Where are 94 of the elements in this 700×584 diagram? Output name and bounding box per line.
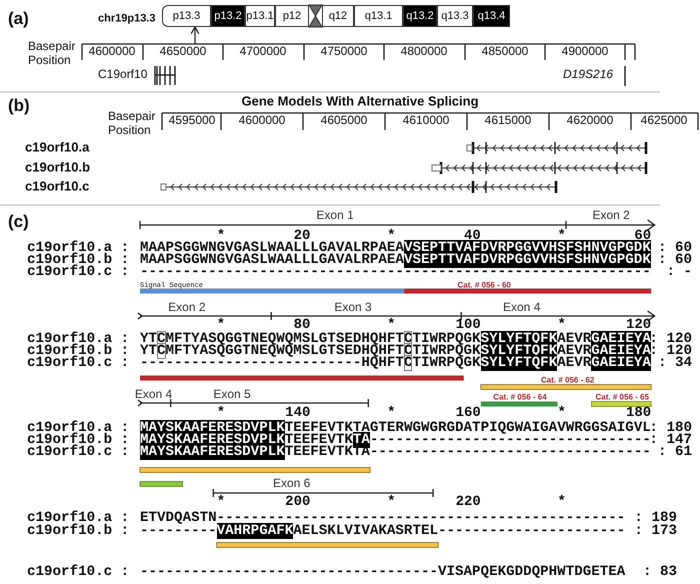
panel-label: (c) — [8, 212, 29, 232]
sequence-name: c19orf10.c : — [27, 566, 130, 578]
chromosome-band: p13.1 — [245, 5, 275, 27]
ruler-mark: * — [387, 494, 396, 510]
exon-label: Exon 4 — [503, 301, 540, 315]
sequence-name: c19orf10.c : — [27, 266, 130, 278]
chromosome-band: q12 — [322, 5, 354, 27]
ruler-mark: * — [387, 404, 396, 422]
exon-label: Exon 4 — [134, 388, 172, 402]
marker-label: D19S216 — [563, 68, 614, 82]
tick-label: 4750000 — [320, 45, 368, 59]
residue-count: : 147 — [649, 434, 692, 446]
tick-label: 4600000 — [238, 114, 286, 128]
position-number: 180 — [626, 404, 652, 422]
position-number: 160 — [456, 404, 481, 422]
chromosome-band: p13.2 — [211, 5, 245, 27]
ruler-mark: * — [216, 494, 226, 510]
residue-count: : 173 — [634, 525, 677, 537]
residue-count: : 60 — [658, 254, 692, 266]
exon-label: Exon 5 — [213, 388, 251, 402]
tick-label: 4700000 — [240, 45, 286, 59]
sequence-name: c19orf10.c : — [27, 357, 130, 369]
sequence-line: -----------------------------------VISAPQEKGDDQPHWTDGETEA — [140, 566, 626, 578]
sequence-name: c19orf10.b : — [27, 434, 130, 446]
position-ruler — [81, 43, 636, 61]
sequence-line: MAYSKAAFERESDVPLKTEEFEVTKTA--------------------------------- — [140, 446, 651, 458]
sequence-line: ETVDQASTN------------------------------------------------ — [140, 512, 626, 524]
position-number: 100 — [456, 316, 481, 333]
sequence-name: c19orf10.a : — [27, 333, 130, 345]
exon-label: Exon 2 — [168, 301, 206, 315]
residue-count: : - — [666, 266, 692, 278]
axis-title: Basepair Position — [28, 39, 76, 67]
exon-label: Exon 1 — [316, 209, 354, 223]
tick-label: 4800000 — [400, 45, 448, 59]
transcript-label: c19orf10.c — [25, 180, 90, 194]
transcript-label: c19orf10.a — [25, 140, 90, 156]
tick-label: 4615000 — [484, 114, 532, 128]
gene-label: C19orf10 — [98, 68, 148, 82]
chromosome-band: p13.3 — [162, 5, 211, 27]
sequence-line: MAAPSGGWNGVGASLWAALLLGAVALRPAEAVSEPTTVAFDVRPGGVVHSFSHNVGPGDK — [140, 254, 651, 266]
tick-label: 4605000 — [320, 114, 368, 128]
residue-count: : 180 — [649, 422, 692, 434]
annotation-label: Cat. # 056 - 64 — [493, 392, 547, 402]
residue-count: : 83 — [642, 566, 677, 578]
ruler-mark: * — [558, 494, 566, 510]
tick-label: 4595000 — [168, 114, 216, 128]
exon-label: Exon 2 — [592, 209, 630, 223]
residue-count: : 61 — [658, 446, 692, 458]
annotation-label: Cat. # 056 - 60 — [458, 280, 511, 290]
sequence-name: c19orf10.b : — [27, 254, 130, 266]
ruler-mark: * — [558, 316, 566, 333]
tick-label: 4650000 — [160, 45, 206, 59]
residue-count: : 60 — [658, 242, 692, 254]
sequence-name: c19orf10.a : — [27, 242, 130, 254]
arrow — [190, 26, 200, 44]
position-number: 120 — [626, 316, 652, 333]
tick-label: 4620000 — [566, 114, 614, 128]
tick-label: 4600000 — [88, 45, 136, 59]
tick-label: 4625000 — [640, 114, 688, 128]
tick-label: 4850000 — [482, 45, 528, 59]
chromosome-band: q13.3 — [437, 5, 473, 27]
chromosome-band: q13.4 — [473, 5, 510, 27]
sequence-name: c19orf10.a : — [27, 422, 130, 434]
annotation-label: Cat. # 056 - 65 — [596, 392, 649, 402]
transcript-label: c19orf10.b — [25, 160, 90, 176]
position-number: 220 — [456, 494, 481, 510]
exon-label: Exon 6 — [272, 477, 310, 491]
ruler-mark: * — [387, 316, 396, 333]
sequence-name: c19orf10.b : — [27, 525, 130, 537]
sequence-name: c19orf10.c : — [27, 446, 130, 458]
panel-label: (b) — [8, 96, 30, 116]
position-number: 200 — [285, 494, 310, 510]
ruler-mark: * — [216, 404, 226, 422]
sequence-name: c19orf10.a : — [27, 512, 130, 524]
sequence-name: c19orf10.b : — [27, 345, 130, 357]
exon-label: Exon 3 — [334, 301, 372, 315]
residue-count: : 189 — [634, 512, 677, 524]
panel-label: (a) — [8, 9, 29, 29]
tick-label: 4610000 — [402, 114, 450, 128]
chromosome-label: chr19p13.3 — [98, 12, 156, 26]
tick-label: 4900000 — [562, 45, 608, 59]
position-number: 80 — [294, 316, 310, 333]
chromosome-band: q13.2 — [403, 5, 437, 27]
track-title: Gene Models With Alternative Splicing — [241, 94, 479, 110]
chromosome-band: p12 — [275, 5, 309, 27]
axis-title: Basepair Position — [108, 109, 156, 137]
chromosome-band: q13.1 — [354, 5, 403, 27]
sequence-line: ---------VAHRPGAFKAELSKLVIVAKASRTEL---------------------- — [140, 525, 626, 537]
residue-count: : 34 — [658, 357, 692, 369]
ruler-mark: * — [558, 404, 566, 422]
annotation-label: Cat. # 056 - 62 — [541, 375, 594, 385]
ruler-mark: * — [216, 316, 226, 333]
position-number: 140 — [285, 404, 310, 422]
sequence-line: ------------------------------------------------------------ — [140, 266, 651, 278]
